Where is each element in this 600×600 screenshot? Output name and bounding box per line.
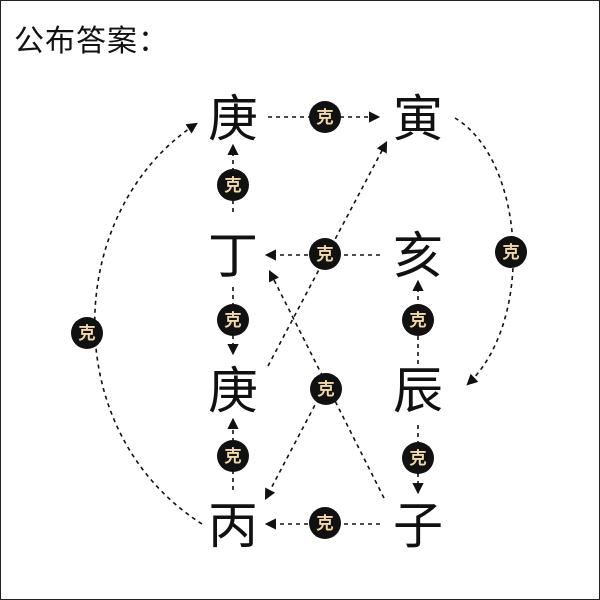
- node-geng-top: 庚: [208, 90, 258, 148]
- svg-text:克: 克: [225, 446, 242, 467]
- badge-bing-geng: 克: [217, 440, 249, 472]
- svg-text:克: 克: [225, 175, 242, 196]
- badge-ding-geng-lower: 克: [217, 304, 249, 336]
- badge-chen-hai: 克: [402, 304, 434, 336]
- svg-text:克: 克: [410, 310, 427, 331]
- badge-geng-yin: 克: [309, 101, 341, 133]
- svg-text:克: 克: [318, 379, 335, 400]
- svg-text:克: 克: [317, 107, 334, 128]
- page-title: 公布答案：: [14, 24, 169, 59]
- node-ding: 丁: [208, 227, 258, 285]
- svg-text:克: 克: [317, 513, 334, 534]
- badge-zi-bing: 克: [309, 507, 341, 539]
- svg-text:克: 克: [410, 448, 427, 469]
- badge-hai-ding: 克: [309, 238, 341, 270]
- edge-geng-yin-diagonal: [267, 141, 388, 367]
- node-yin: 寅: [393, 90, 443, 148]
- svg-text:克: 克: [317, 244, 334, 265]
- svg-text:克: 克: [503, 242, 520, 263]
- edge-zi-ding-diagonal: [268, 270, 385, 499]
- badge-yin-chen: 克: [495, 236, 527, 268]
- node-bing: 丙: [208, 497, 258, 555]
- badge-center: 克: [310, 373, 342, 405]
- edge-yin-chen-arc: [454, 117, 514, 386]
- edge-bing-geng-arc: [93, 122, 203, 525]
- svg-text:克: 克: [225, 310, 242, 331]
- badge-bing-geng-arc: 克: [71, 317, 103, 349]
- badge-ding-geng: 克: [217, 169, 249, 201]
- svg-text:克: 克: [79, 323, 96, 344]
- node-geng-middle: 庚: [208, 362, 258, 420]
- edge-hai-bing-diagonal: [264, 383, 327, 500]
- node-chen: 辰: [393, 362, 443, 420]
- node-zi: 子: [393, 497, 443, 555]
- node-hai: 亥: [393, 227, 443, 285]
- badge-chen-zi: 克: [402, 442, 434, 474]
